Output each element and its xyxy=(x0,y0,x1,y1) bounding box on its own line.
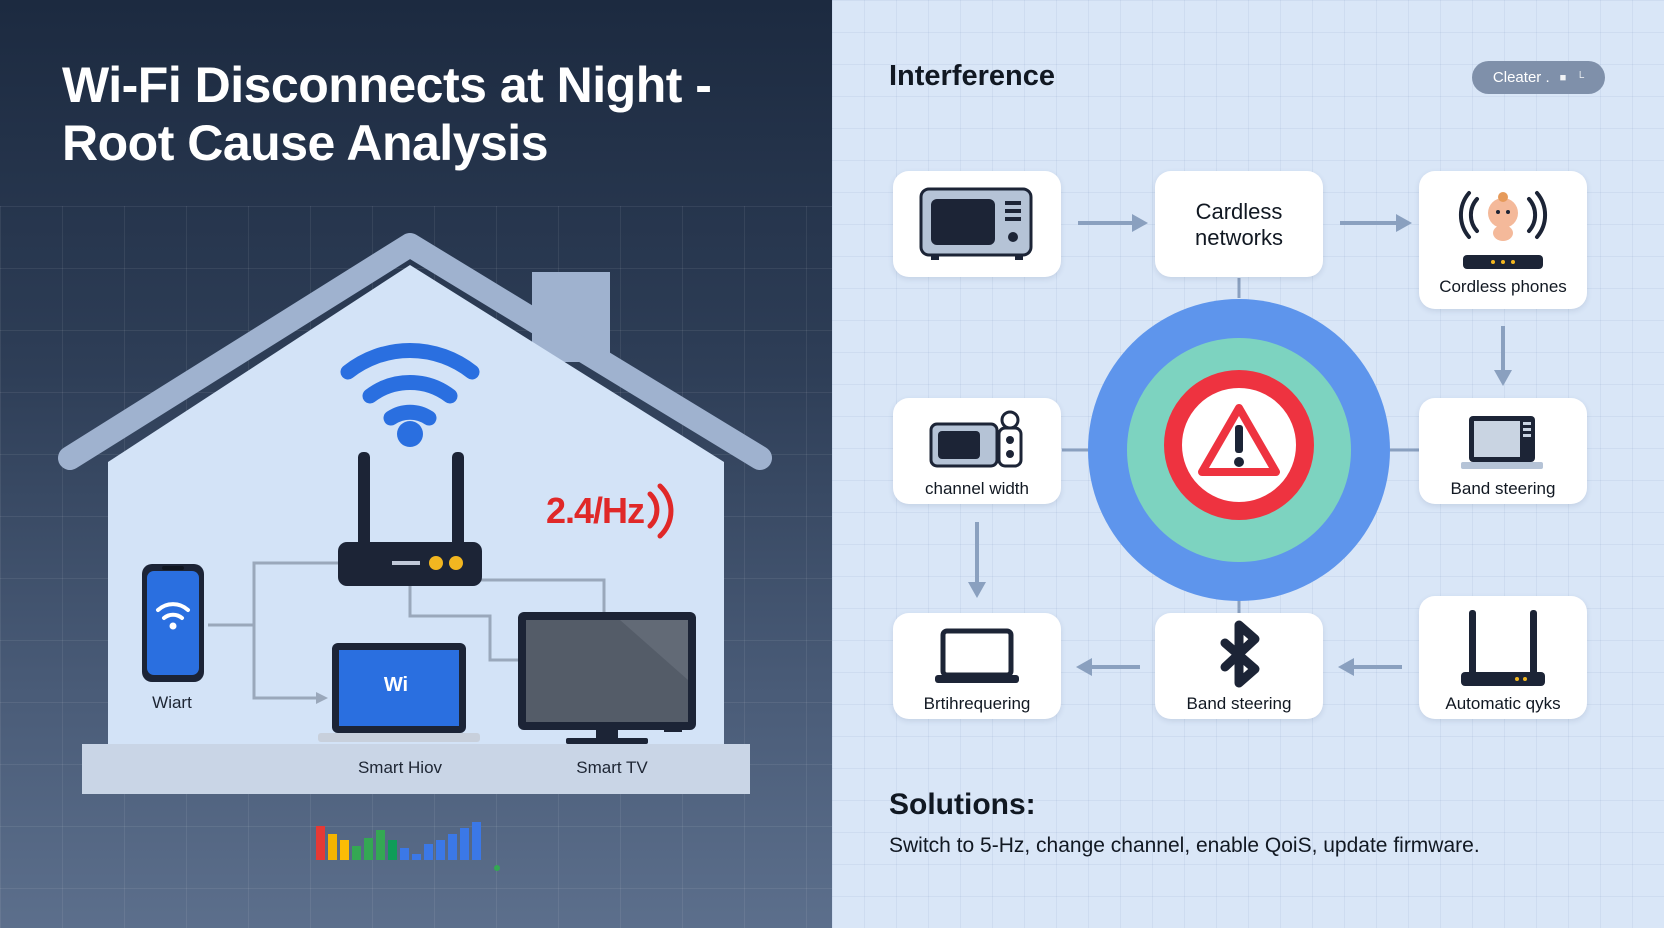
signal-bar xyxy=(472,822,481,860)
node-automatic[interactable]: Automatic qyks xyxy=(1419,596,1587,719)
square-icon: ■ xyxy=(1559,71,1567,84)
signal-bar xyxy=(388,840,397,860)
signal-bar xyxy=(448,834,457,860)
signal-bar xyxy=(352,846,361,860)
node-microwave[interactable] xyxy=(893,171,1061,277)
node-channel-width[interactable]: channel width xyxy=(893,398,1061,504)
phone-label: Wiart xyxy=(152,693,192,712)
laptop-outline-icon xyxy=(935,628,1019,683)
signal-bar xyxy=(412,854,421,860)
signal-bar xyxy=(424,844,433,860)
node-laptop-bottom[interactable]: Brtihrequering xyxy=(893,613,1061,719)
signal-bar xyxy=(460,828,469,860)
tv-label: Smart TV xyxy=(576,758,648,777)
signal-strength-chart xyxy=(316,822,481,860)
signal-bar xyxy=(436,840,445,860)
signal-bar xyxy=(316,826,325,860)
smartphone-icon xyxy=(142,564,204,682)
solutions-title: Solutions: xyxy=(889,788,1036,821)
signal-indicator-dot xyxy=(494,865,500,871)
signal-bar xyxy=(376,830,385,860)
node-band-steering-top[interactable]: Band steering xyxy=(1419,398,1587,504)
microwave-speaker-icon xyxy=(929,410,1023,468)
house-illustration xyxy=(58,233,772,871)
microwave-icon xyxy=(919,187,1033,260)
signal-bar xyxy=(340,840,349,860)
signal-waves-icon xyxy=(647,483,674,539)
bluetooth-icon xyxy=(1220,620,1260,688)
wifi-icon xyxy=(340,343,480,447)
access-point-icon xyxy=(1461,610,1545,686)
laptop-screen-text: Wi xyxy=(383,674,409,696)
tv-icon xyxy=(518,612,696,744)
clear-button[interactable]: Cleater . ■ └ xyxy=(1472,61,1605,94)
signal-bar xyxy=(400,848,409,860)
laptop-label: Smart Hiov xyxy=(357,758,443,777)
node-cardless-networks[interactable]: Cardless networks xyxy=(1155,171,1323,277)
laptop-icon xyxy=(318,643,480,742)
node-label-channel-width: channel width xyxy=(925,479,1029,498)
node-label-laptop-bottom: Brtihrequering xyxy=(923,694,1031,713)
node-label-band-steering-top: Band steering xyxy=(1450,479,1556,498)
page-title: Wi-Fi Disconnects at Night - Root Cause … xyxy=(62,57,712,171)
node-label-automatic: Automatic qyks xyxy=(1445,694,1561,713)
interference-diagram xyxy=(968,214,1512,676)
signal-bar xyxy=(364,838,373,860)
laptop-icon-small xyxy=(1461,416,1543,469)
section-title: Interference xyxy=(889,60,1056,92)
node-label-cardless: Cardless networks xyxy=(1194,199,1284,250)
hub-connectors xyxy=(1062,278,1420,614)
house-floor xyxy=(82,744,750,794)
router-icon xyxy=(338,452,482,586)
signal-bar xyxy=(328,834,337,860)
roof xyxy=(58,233,772,470)
baby-monitor-icon xyxy=(1458,191,1548,269)
node-label-cordless-phones: Cordless phones xyxy=(1439,277,1567,296)
network-cables xyxy=(208,561,606,700)
cable-arrow xyxy=(316,692,328,704)
node-cordless-phones[interactable]: Cordless phones xyxy=(1419,171,1587,309)
warning-icon xyxy=(1164,370,1314,520)
flow-arrows xyxy=(968,214,1512,676)
node-band-steering-bluetooth[interactable]: Band steering xyxy=(1155,613,1323,719)
chart-icon: └ xyxy=(1576,71,1585,84)
node-label-band-steering-bluetooth: Band steering xyxy=(1186,694,1292,713)
solutions-text: Switch to 5-Hz, change channel, enable Q… xyxy=(889,834,1480,857)
frequency-label: 2.4/Hz xyxy=(546,490,645,531)
clear-button-label: Cleater . xyxy=(1492,69,1550,86)
